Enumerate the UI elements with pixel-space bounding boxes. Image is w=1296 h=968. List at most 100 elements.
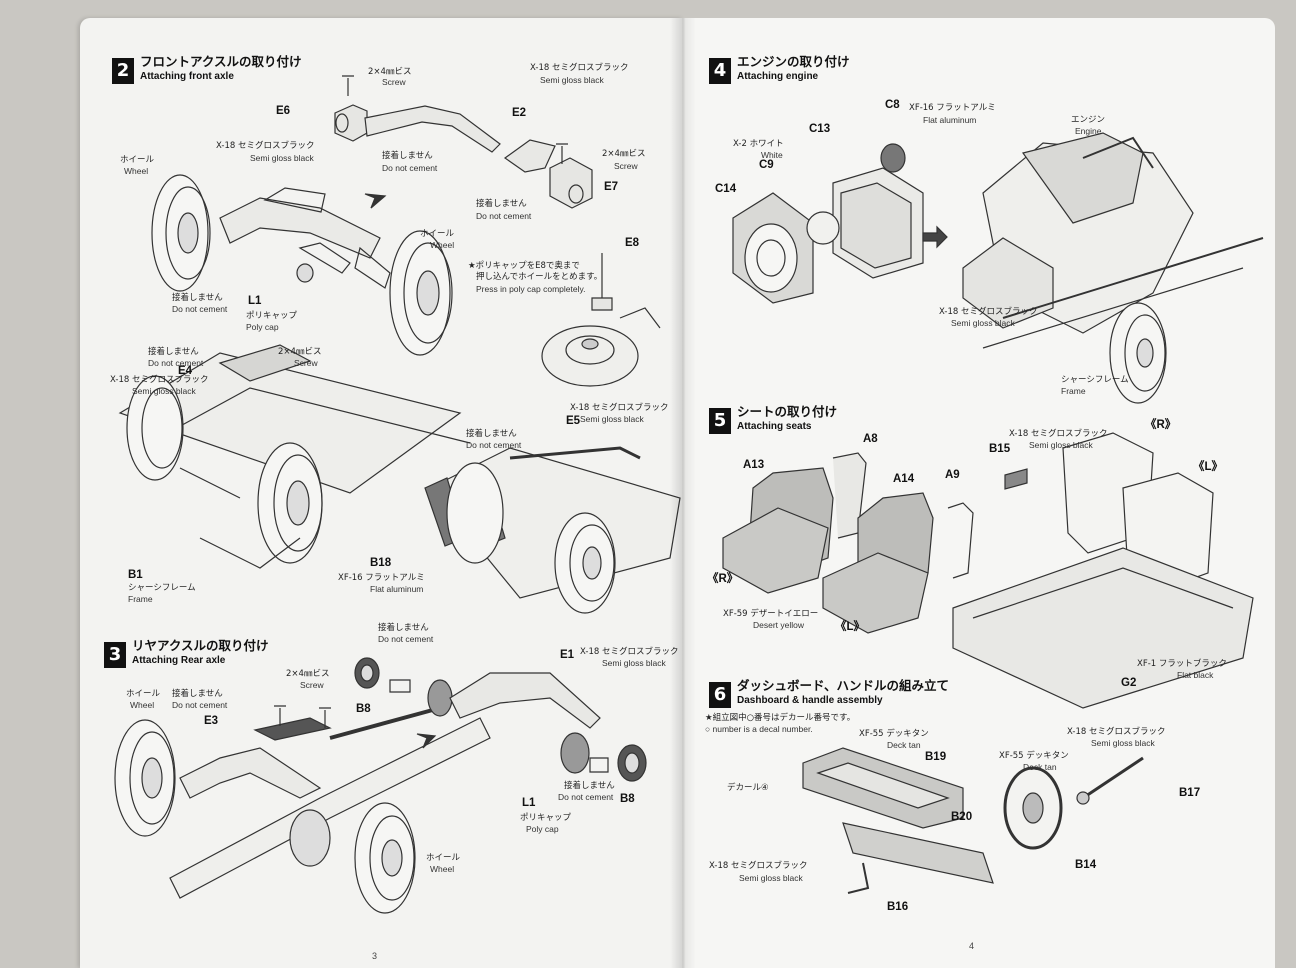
step2-screw-top-en: Screw [382,77,406,87]
step2-e6: E6 [276,105,291,117]
step4-c13: C13 [809,123,831,135]
step5-xf59-en: Desert yellow [753,620,805,630]
step2-screw-top-jp: 2×4㎜ビス [368,67,412,77]
step3-wheel-bottom-en: Wheel [430,864,455,874]
step4-frame-jp: シャーシフレーム [1061,375,1129,385]
step4-xf16-jp: XF-16 フラットアルミ [909,103,996,113]
step2-step3-line-drawings [114,75,681,914]
step2-nocement2-jp: 接着しません [476,199,527,209]
step2-nocement5-jp: 接着しません [466,429,517,439]
step3-title-en: Attaching Rear axle [132,655,226,666]
step2-nocement4-jp: 接着しません [148,347,199,357]
step5-xf1-en: Flat black [1177,670,1214,680]
step2-wheel-left-en: Wheel [124,166,149,176]
step2-x18-top-en: Semi gloss black [540,75,604,85]
step5-g2: G2 [1121,677,1137,689]
step3-e1: E1 [560,649,575,661]
step4-c8: C8 [885,99,900,111]
step5-x18-jp: X-18 セミグロスブラック [1009,429,1108,439]
step5-x18-en: Semi gloss black [1029,440,1093,450]
step6-decal-note-en: ○ number is a decal number. [705,724,813,734]
step5-a8: A8 [863,433,878,445]
step6-x18b-jp: X-18 セミグロスブラック [1067,727,1166,737]
step6-b16: B16 [887,901,909,913]
step5-a13: A13 [743,459,765,471]
step3-wheel-bottom-jp: ホイール [426,853,461,863]
page-left: 2 フロントアクスルの取り付け Attaching front axle 2×4… [80,18,683,968]
step3-nocement-left-en: Do not cement [172,700,228,710]
step2-e8: E8 [625,237,640,249]
step4-x2-en: White [761,150,783,160]
step5-b15: B15 [989,443,1011,455]
step6-title-jp: ダッシュボード、ハンドルの組み立て [737,678,950,693]
step2-e4: E4 [178,365,193,377]
step2-xf16-en: Flat aluminum [370,584,424,594]
step2-x18-mid-jp: X-18 セミグロスブラック [110,375,209,385]
step6-b20: B20 [951,811,973,823]
step2-b18: B18 [370,557,392,569]
step5-xf59-jp: XF-59 デザートイエロー [723,609,819,619]
page-right: 4 エンジンの取り付け Attaching engine C8 XF-16 フラ… [683,18,1275,968]
page-number-right: 4 [969,941,975,951]
step5-xf1-jp: XF-1 フラットブラック [1137,659,1227,669]
step4-engine-en: Engine [1075,126,1102,136]
step4-frame-en: Frame [1061,386,1086,396]
step4-title-jp: エンジンの取り付け [737,54,850,69]
step6-title-en: Dashboard & handle assembly [737,695,883,706]
step5-a9: A9 [945,469,960,481]
step2-number: 2 [112,58,134,84]
step3-title-jp: リヤアクスルの取り付け [132,638,269,653]
step2-screw-right-jp: 2×4㎜ビス [602,149,646,159]
step2-nocement3-jp: 接着しません [172,293,223,303]
step3-b8-left: B8 [356,703,371,715]
step3-wheel-left-en: Wheel [130,700,155,710]
step5-r-left: 《R》 [707,573,739,585]
step5-number: 5 [709,408,731,434]
step3-nocement-right-jp: 接着しません [564,781,615,791]
step6-b14: B14 [1075,859,1097,871]
step6-b19: B19 [925,751,947,763]
step6-x18b-en: Semi gloss black [1091,738,1155,748]
step5-a14: A14 [893,473,915,485]
step3-e3: E3 [204,715,219,727]
step4-engine-jp: エンジン [1071,115,1106,125]
step2-e2: E2 [512,107,527,119]
step6-b17: B17 [1179,787,1201,799]
step2-nocement5-en: Do not cement [466,440,522,450]
step6-number: 6 [709,682,731,708]
step2-frame-en: Frame [128,594,153,604]
step2-title-en: Attaching front axle [140,71,234,82]
step6-xf55a-en: Deck tan [887,740,921,750]
step2-polycap-en: Poly cap [246,322,279,332]
step2-wheel-right-en: Wheel [430,240,455,250]
step2-polycap-jp: ポリキャップ [246,311,298,321]
step3-x18-en: Semi gloss black [602,658,666,668]
step2-x18-left-jp: X-18 セミグロスブラック [216,141,315,151]
step6-xf55a-jp: XF-55 デッキタン [859,729,929,739]
step2-b1: B1 [128,569,143,581]
step2-wheel-left-jp: ホイール [120,155,155,165]
step3-nocement-left-jp: 接着しません [172,689,223,699]
step3-number: 3 [104,642,126,668]
step3-nocement-right-en: Do not cement [558,792,614,802]
step2-x18-mid-en: Semi gloss black [132,386,196,396]
step2-frame-jp: シャーシフレーム [128,583,196,593]
step2-wheel-right-jp: ホイール [420,229,455,239]
step2-title-jp: フロントアクスルの取り付け [140,54,302,69]
step3-polycap-jp: ポリキャップ [520,813,572,823]
book-gutter-shadow [670,18,696,968]
step2-e5: E5 [566,415,581,427]
step3-screw-en: Screw [300,680,324,690]
step4-x18-jp: X-18 セミグロスブラック [939,307,1038,317]
step4-title-en: Attaching engine [737,71,819,82]
step2-l1: L1 [248,295,262,307]
step2-nocement3-en: Do not cement [172,304,228,314]
step3-b8-right: B8 [620,793,635,805]
step2-screw-right-en: Screw [614,161,638,171]
step2-screw-mid-en: Screw [294,358,318,368]
step2-polycap-note-jp2: 押し込んでホイールをとめます。 [476,272,603,282]
step6-x18-en: Semi gloss black [739,873,803,883]
step4-c9: C9 [759,159,774,171]
step3-x18-jp: X-18 セミグロスブラック [580,647,679,657]
step2-polycap-note-jp1: ★ポリキャップをE8で奥まで [468,261,580,271]
